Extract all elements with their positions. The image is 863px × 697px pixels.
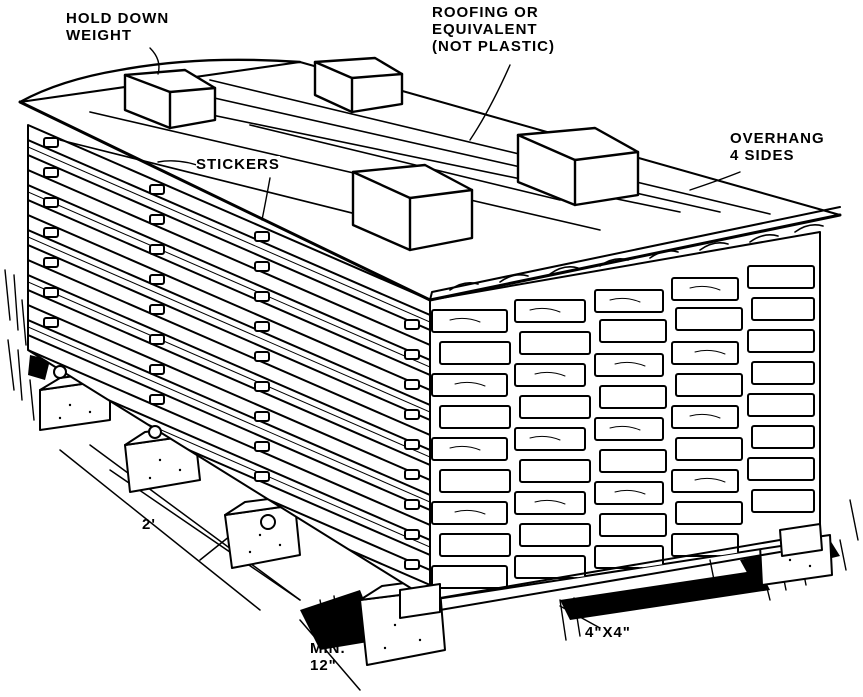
ground-guide-lines bbox=[59, 444, 361, 691]
stack-side-face bbox=[27, 124, 431, 601]
weight-block-4 bbox=[351, 163, 474, 252]
min-clearance-label: MIN. 12" bbox=[310, 640, 346, 674]
roofing-line-2: EQUIVALENT bbox=[432, 21, 538, 38]
sticker-column-1 bbox=[43, 137, 59, 328]
weight-block-1 bbox=[123, 68, 217, 130]
weight-block-3 bbox=[516, 126, 640, 207]
leader-sill bbox=[559, 605, 601, 629]
overhang-line-1: OVERHANG bbox=[730, 130, 825, 147]
end-grain-marks bbox=[449, 285, 726, 515]
sticker-columns bbox=[43, 137, 420, 570]
sticker-column-2 bbox=[149, 184, 165, 405]
leader-overhang bbox=[689, 171, 741, 191]
leader-hold-down-weight bbox=[149, 47, 160, 75]
hold-down-weights bbox=[123, 56, 640, 252]
roofing-label: ROOFING OR EQUIVALENT (NOT PLASTIC) bbox=[432, 4, 555, 55]
min-clearance-line-2: 12" bbox=[310, 657, 337, 674]
spacing-label: 2' bbox=[142, 516, 156, 533]
hold-down-weight-line-2: WEIGHT bbox=[66, 27, 132, 44]
sill-timbers bbox=[53, 365, 823, 619]
board-ends bbox=[431, 265, 815, 589]
hold-down-weight-label: HOLD DOWN WEIGHT bbox=[66, 10, 169, 44]
hold-down-weight-line-1: HOLD DOWN bbox=[66, 10, 170, 27]
overhang-line-2: 4 SIDES bbox=[730, 147, 795, 164]
sill-label: 4"X4" bbox=[585, 624, 631, 641]
stack-end-face bbox=[429, 231, 821, 601]
overhang-label: OVERHANG 4 SIDES bbox=[730, 130, 825, 164]
sticker-column-4 bbox=[404, 319, 420, 570]
min-clearance-line-1: MIN. bbox=[310, 640, 346, 657]
leader-stickers-2 bbox=[261, 177, 271, 221]
leader-roofing bbox=[469, 64, 511, 141]
roofing-line-1: ROOFING OR bbox=[432, 4, 539, 21]
roofing-line-3: (NOT PLASTIC) bbox=[432, 38, 555, 55]
block-texture-dots bbox=[58, 403, 812, 650]
sticker-column-3 bbox=[254, 231, 270, 482]
stickers-label: STICKERS bbox=[196, 156, 280, 173]
roofing-edge-ribs bbox=[449, 224, 824, 291]
weight-block-2 bbox=[313, 56, 404, 114]
